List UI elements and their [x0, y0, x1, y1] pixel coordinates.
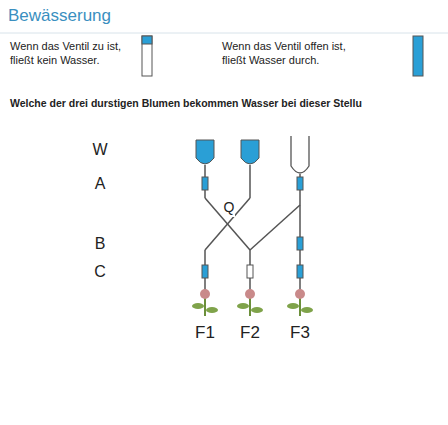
row-letter: W	[92, 140, 107, 160]
legend-note: Wenn das Ventil offen ist, fließt Wasser…	[222, 40, 372, 68]
empty-cup	[291, 136, 309, 173]
flower	[287, 289, 313, 316]
closed-valve-icon	[142, 36, 152, 76]
valves	[202, 177, 303, 278]
page-title: Bewässerung	[8, 6, 111, 26]
open-valve-icon	[413, 36, 423, 76]
water-cup	[241, 140, 259, 164]
flower	[192, 289, 218, 316]
flower-label: F3	[290, 322, 310, 343]
water-cup	[196, 140, 214, 164]
flower-label: F2	[240, 322, 260, 343]
title-rule	[0, 33, 448, 34]
flower	[237, 289, 263, 316]
row-letter: B	[95, 234, 106, 254]
row-letter: A	[95, 174, 106, 194]
question-text: Welche der drei durstigen Blumen bekomme…	[10, 97, 362, 110]
row-letter: C	[94, 262, 106, 282]
legend-note: Wenn das Ventil zu ist, fließt kein Wass…	[10, 40, 140, 68]
junction-letter: Q	[223, 199, 236, 217]
pipes	[205, 165, 300, 292]
flower-label: F1	[195, 322, 215, 343]
